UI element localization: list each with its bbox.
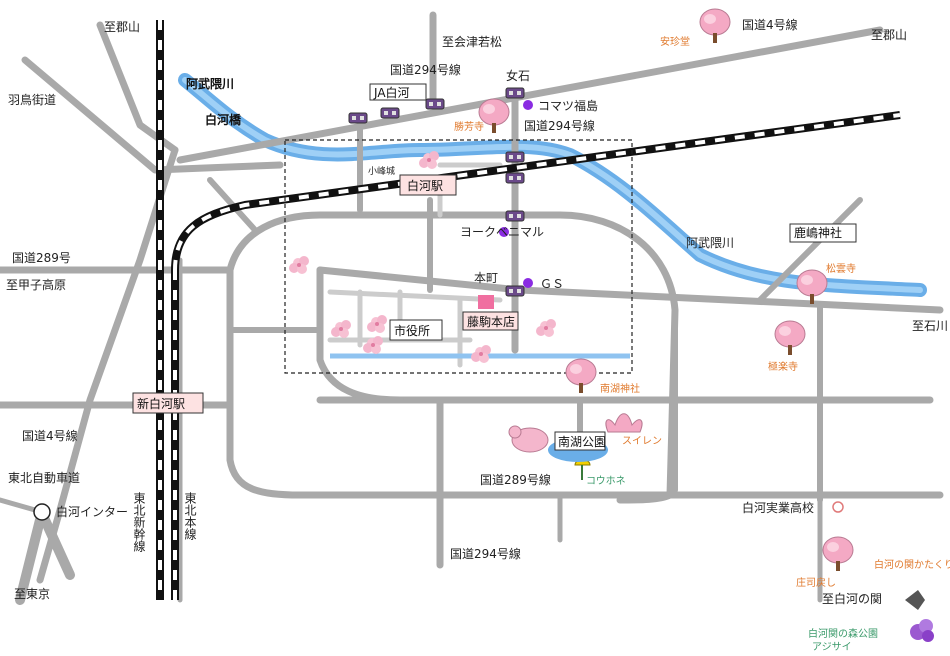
label-tohoku-shinkansen: 東北新幹線	[132, 492, 146, 552]
label-kouhone: コウホネ	[586, 475, 626, 487]
label-tohoku-expressway: 東北自動車道	[8, 471, 80, 485]
label-route289-left: 国道289号	[12, 251, 71, 265]
label-ja-shirakawa: JA白河	[373, 85, 410, 100]
label-city-hall: 市役所	[394, 323, 430, 338]
label-shin-shirakawa-station: 新白河駅	[137, 396, 185, 411]
label-abukuma-river-2: 阿武隈川	[686, 236, 734, 250]
railways	[156, 20, 901, 600]
label-route289-bottom: 国道289号線	[480, 472, 551, 487]
label-nanko-shrine: 南湖神社	[600, 382, 640, 395]
label-gs: ＧＳ	[540, 277, 564, 291]
abukuma-river	[178, 73, 927, 297]
label-nanko-park: 南湖公園	[558, 434, 606, 449]
lotus-icon	[605, 413, 643, 433]
ajisai-icon	[910, 619, 934, 642]
label-shirakawa-station: 白河駅	[407, 178, 443, 193]
label-route294-bottom: 国道294号線	[450, 546, 521, 561]
city-center-area	[284, 139, 633, 374]
label-to-tokyo: 至東京	[14, 587, 50, 601]
label-shirakawa-jitsugyo: 白河実業高校	[742, 500, 814, 515]
label-to-shirakawa-seki: 至白河の関	[822, 591, 882, 606]
label-honmachi: 本町	[474, 271, 498, 285]
fujikoma-block	[478, 295, 494, 309]
label-abukuma-river-1: 阿武隈川	[186, 76, 234, 91]
label-to-aizu: 至会津若松	[442, 35, 502, 49]
school-marker	[832, 501, 844, 513]
label-fujikoma-honten: 藤駒本店	[467, 315, 515, 329]
label-route4-left: 国道4号線	[22, 428, 78, 443]
label-onnaishi: 女石	[506, 68, 530, 83]
label-ajisai: アジサイ	[812, 641, 852, 653]
label-hatori-kaido: 羽鳥街道	[8, 92, 56, 107]
label-shirakawa-seki-story: 白河の関かたくり	[874, 558, 950, 571]
label-gokuraku-ji: 極楽寺	[768, 360, 798, 373]
poi-markers	[499, 100, 533, 288]
label-komatsu-fukushima: コマツ福島	[538, 98, 598, 113]
label-shirakawa-bridge: 白河橋	[205, 112, 242, 127]
pink-animal-icon	[508, 425, 549, 453]
label-anchindo: 安珍堂	[660, 35, 690, 48]
label-shohoji: 勝芳寺	[454, 120, 484, 133]
label-seki-forest-park: 白河関の森公園	[808, 627, 878, 640]
label-suiren: スイレン	[622, 436, 662, 447]
label-tohoku-main-line: 東北本線	[183, 492, 197, 540]
ic-ring	[33, 503, 51, 521]
label-kashima-shrine: 鹿嶋神社	[794, 225, 842, 240]
label-komine-castle: 小峰城	[368, 166, 395, 177]
label-to-koriyama-right: 至郡山	[871, 28, 907, 42]
label-shoun-ji: 松雲寺	[826, 262, 856, 275]
label-route4-top: 国道4号線	[742, 17, 798, 32]
label-route294-mid: 国道294号線	[524, 118, 595, 133]
label-to-koriyama-top: 至郡山	[104, 20, 140, 34]
label-yorkbenimaru: ヨークベニマル	[460, 225, 544, 239]
label-shirakawa-ic: 白河インター	[56, 504, 128, 519]
label-route294-top: 国道294号線	[390, 62, 461, 77]
label-to-koshi-kogen: 至甲子高原	[6, 277, 66, 292]
katakuri-icon	[905, 590, 925, 610]
label-shoji-modoshi: 庄司戻し	[796, 576, 836, 589]
label-to-ishikawa: 至石川	[912, 319, 948, 333]
